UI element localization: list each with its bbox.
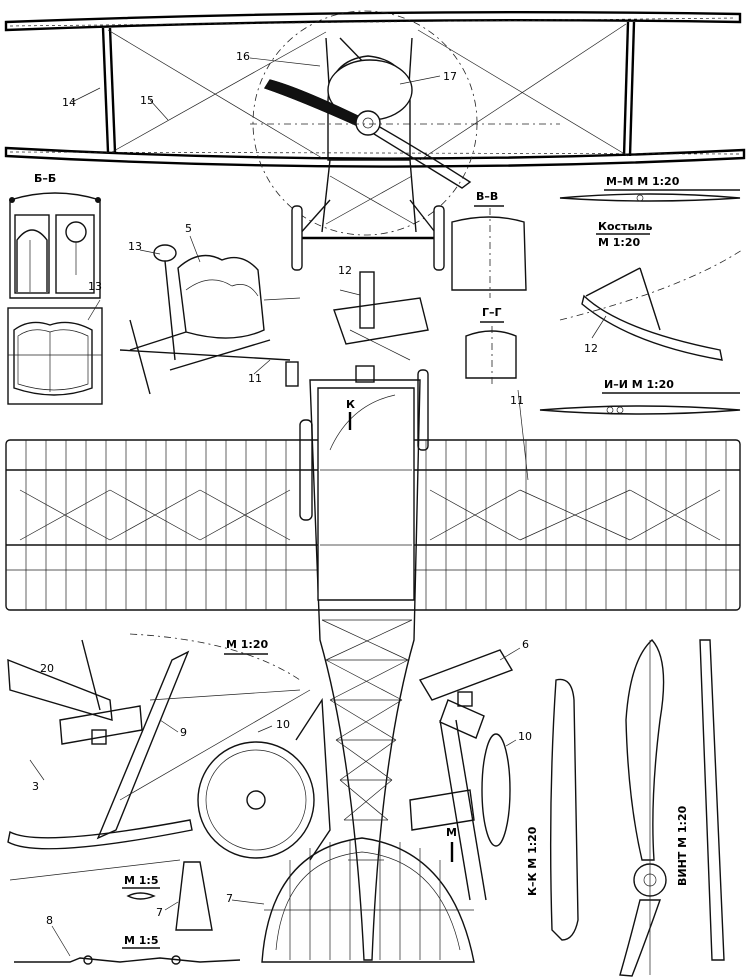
section-label-mm: М–М М 1:20: [606, 175, 680, 188]
section-mm: М–М М 1:20: [559, 175, 741, 202]
axle-detail: 10 М: [409, 719, 532, 901]
section-label-kk: К–К М 1:20: [526, 826, 539, 896]
gear-scale: М 1:20: [226, 638, 268, 651]
kostyl-scale: М 1:20: [598, 236, 640, 249]
section-label-vv: В–В: [476, 190, 498, 203]
part-label-18: 16: [236, 50, 250, 63]
propeller-side-profile: [699, 639, 725, 961]
fitting-6: 6: [418, 638, 529, 739]
plan-view: К 11: [5, 365, 741, 961]
part-label-19: 17: [443, 70, 457, 83]
section-gg: Г–Г: [465, 306, 517, 388]
section-label-bb: Б–Б: [34, 172, 56, 185]
seat-controls-detail: 13 5 11: [119, 222, 301, 395]
section-ii: И–И М 1:20: [539, 378, 741, 415]
gear-detail: М 1:20 20 3 9 10: [7, 633, 331, 861]
section-bb: Б–Б: [9, 172, 101, 299]
part-label-16: 14: [62, 96, 76, 109]
front-view: 14 15 16 17: [4, 10, 746, 271]
part-label-11: 11: [510, 394, 524, 407]
part-label-17: 15: [140, 94, 154, 107]
part-label-15: 13: [88, 280, 102, 293]
part-label-14: 13: [128, 240, 142, 253]
scale-m15-b: М 1:5: [124, 934, 158, 947]
part-label-12: 12: [584, 342, 598, 355]
upper-wing-front: [4, 11, 742, 32]
wheel-right-front: [433, 205, 445, 271]
part-label-20: 20: [40, 662, 54, 675]
section-15: 13: [7, 280, 103, 405]
m-mark: М: [446, 826, 457, 839]
section-kk: К–К М 1:20: [526, 678, 579, 941]
part-label-13a: 11: [248, 372, 262, 385]
section-label-vint: ВИНТ М 1:20: [676, 805, 689, 886]
wheel-detail: [197, 741, 315, 859]
part-label-9: 9: [180, 726, 187, 739]
propeller-detail: ВИНТ М 1:20: [619, 639, 725, 977]
fuselage-frames: [321, 619, 413, 861]
k-mark: К: [346, 398, 355, 411]
detail-m15: М 1:5 7 М 1:5 8: [9, 859, 241, 965]
part-label-3: 3: [32, 780, 39, 793]
part-label-5: 5: [185, 222, 192, 235]
scale-m15-a: М 1:5: [124, 874, 158, 887]
part-label-6: 6: [522, 638, 529, 651]
part-label-7b: 7: [156, 906, 163, 919]
kostyl-title: Костыль: [598, 220, 652, 233]
part-label-13b: 12: [338, 264, 352, 277]
tailplane: 7: [226, 837, 475, 963]
wheel-left-front: [291, 205, 303, 271]
section-label-gg: Г–Г: [482, 306, 502, 319]
wing-ribs: [25, 440, 727, 610]
part-label-7a: 7: [226, 892, 233, 905]
wing-bracing: [19, 489, 721, 541]
section-vv: В–В: [451, 190, 527, 298]
propeller-disc: [252, 10, 478, 236]
tail-skid-detail: Костыль М 1:20 12: [559, 220, 743, 361]
part-label-10b: 10: [518, 730, 532, 743]
section-label-ii: И–И М 1:20: [604, 378, 674, 391]
lower-wing-front: [4, 146, 746, 168]
part-label-8: 8: [46, 914, 53, 927]
strut-fitting-13: 12: [333, 264, 429, 361]
part-label-10a: 10: [276, 718, 290, 731]
propeller-hub: [355, 110, 381, 136]
fuselage-plan: [309, 379, 421, 961]
